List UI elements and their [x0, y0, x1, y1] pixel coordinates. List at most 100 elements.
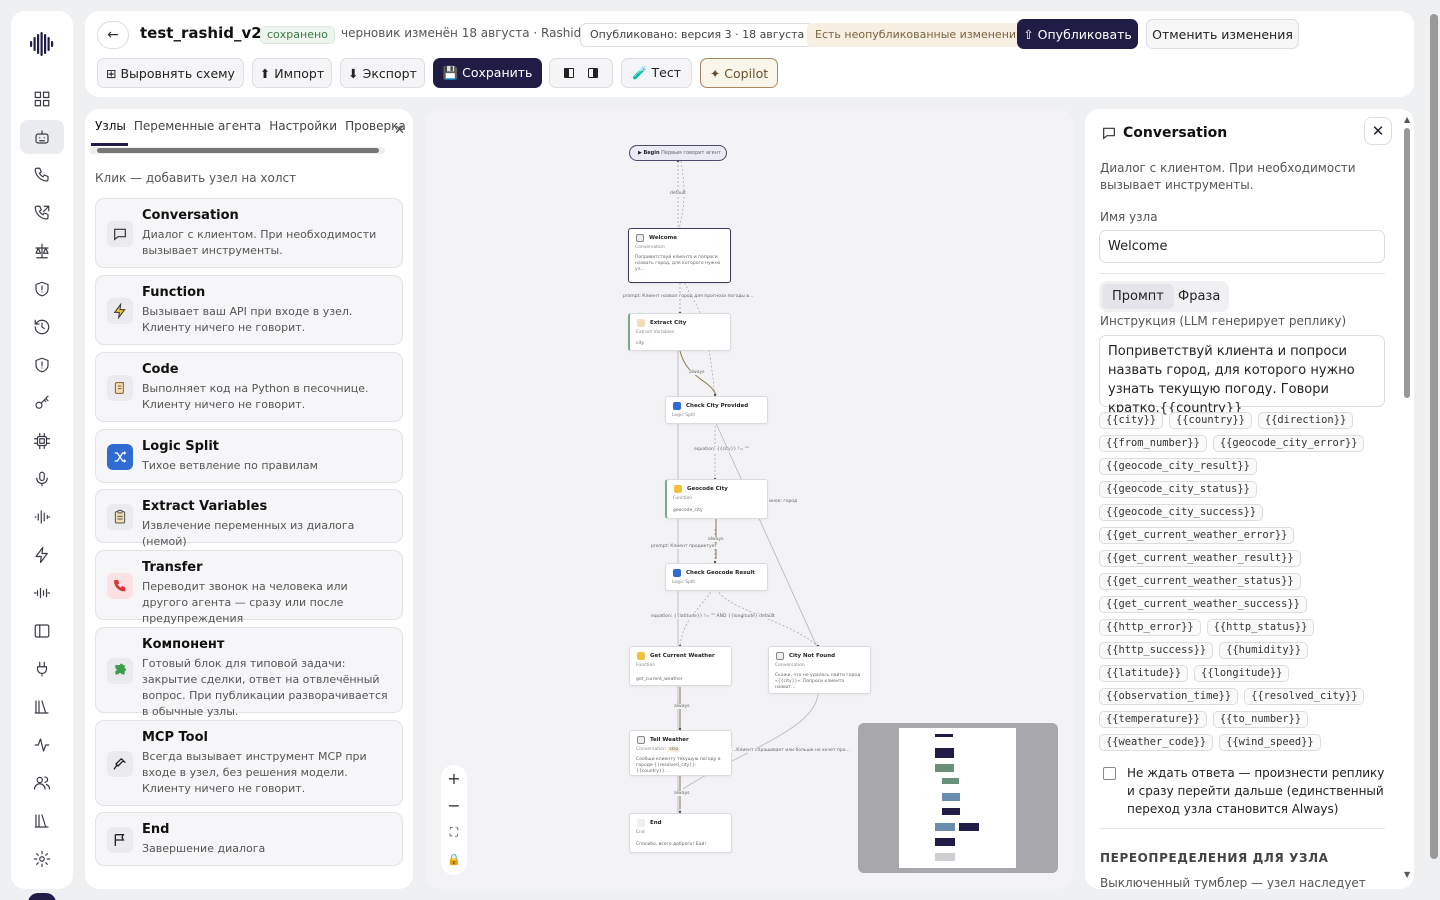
node-tell-weather[interactable]: Tell Weather Conversation skip Сообщи кл…: [629, 730, 732, 776]
zoom-out-button[interactable]: −: [447, 795, 461, 815]
variable-chip[interactable]: {{longitude}}: [1194, 665, 1290, 682]
export-button[interactable]: ⬇ Экспорт: [340, 58, 425, 88]
variable-chip[interactable]: {{observation_time}}: [1099, 688, 1239, 705]
dashboard-icon[interactable]: [20, 82, 64, 116]
fit-view-button[interactable]: ⛶: [449, 824, 459, 839]
variable-chip[interactable]: {{get_current_weather_result}}: [1099, 550, 1301, 567]
node-card-mcp-tool[interactable]: MCP Tool Всегда вызывает инструмент MCP …: [95, 720, 403, 806]
books-icon[interactable]: [20, 804, 64, 838]
users-icon[interactable]: [20, 766, 64, 800]
waveform-icon[interactable]: [20, 576, 64, 610]
save-button[interactable]: 💾 Сохранить: [433, 58, 542, 88]
variable-chip[interactable]: {{wind_speed}}: [1219, 734, 1321, 751]
variable-chip[interactable]: {{direction}}: [1257, 412, 1354, 429]
toggle-right-panel-icon[interactable]: [588, 68, 598, 78]
lightning-icon[interactable]: [20, 538, 64, 572]
settings-gear-icon[interactable]: [20, 842, 64, 876]
node-card-transfer[interactable]: Transfer Переводит звонок на человека ил…: [95, 550, 403, 625]
tab-phrase[interactable]: Фраза: [1178, 289, 1221, 304]
node-card-code[interactable]: Code Выполняет код на Python в песочнице…: [95, 352, 403, 422]
no-wait-label: Не ждать ответа — произнести реплику и с…: [1127, 766, 1385, 816]
activity-icon[interactable]: [20, 728, 64, 762]
history-icon[interactable]: [20, 310, 64, 344]
tab-prompt[interactable]: Промпт: [1102, 284, 1174, 309]
variable-chip[interactable]: {{http_success}}: [1099, 642, 1214, 659]
variable-chip[interactable]: {{humidity}}: [1219, 642, 1309, 659]
node-card-function[interactable]: Function Вызывает ваш API при входе в уз…: [95, 275, 403, 345]
agents-icon[interactable]: [20, 120, 64, 154]
plug-icon[interactable]: [20, 652, 64, 686]
variable-chip[interactable]: {{geocode_city_error}}: [1212, 435, 1365, 452]
lock-icon[interactable]: 🔒: [447, 852, 461, 866]
variable-chip[interactable]: {{country}}: [1169, 412, 1252, 429]
begin-node[interactable]: ▶ Begin Первым говорит агент: [629, 145, 727, 161]
variable-chip[interactable]: {{get_current_weather_error}}: [1099, 527, 1295, 544]
variable-chip[interactable]: {{latitude}}: [1099, 665, 1189, 682]
variable-chip[interactable]: {{to_number}}: [1212, 711, 1309, 728]
variable-chip[interactable]: {{city}}: [1099, 412, 1164, 429]
node-name-input[interactable]: Welcome: [1099, 230, 1385, 263]
shield-icon[interactable]: [20, 272, 64, 306]
inspector-scrollbar[interactable]: ▲ ▼: [1402, 115, 1412, 883]
publish-button[interactable]: ⇧ Опубликовать: [1017, 19, 1138, 49]
node-card-logic-split[interactable]: Logic Split Тихое ветвление по правилам: [95, 429, 403, 483]
outgoing-call-icon[interactable]: [20, 196, 64, 230]
zoom-in-button[interactable]: +: [447, 768, 461, 788]
node-city-not-found[interactable]: City Not Found Conversation Скажи, что н…: [768, 646, 871, 694]
variable-chip[interactable]: {{get_current_weather_success}}: [1099, 596, 1307, 613]
minimap-node: [935, 748, 954, 758]
back-button[interactable]: ←: [97, 21, 129, 49]
variable-chip[interactable]: {{geocode_city_success}}: [1099, 504, 1264, 521]
node-geocode-city[interactable]: Geocode City Function geocode_city: [665, 479, 768, 519]
node-get-current-weather[interactable]: Get Current Weather Function get_current…: [629, 646, 732, 686]
audio-wave-icon[interactable]: [20, 500, 64, 534]
variable-chip[interactable]: {{http_status}}: [1206, 619, 1315, 636]
node-check-geocode-result[interactable]: Check Geocode Result Logic Split: [665, 563, 768, 591]
close-icon[interactable]: ✕: [394, 123, 405, 138]
node-card-extract-variables[interactable]: Extract Variables Извлечение переменных …: [95, 489, 403, 548]
library-icon[interactable]: [20, 690, 64, 724]
key-icon[interactable]: [20, 386, 64, 420]
node-card-component[interactable]: Компонент Готовый блок для типовой задач…: [95, 627, 403, 718]
shield-alert-icon[interactable]: [20, 348, 64, 382]
variable-chip[interactable]: {{resolved_city}}: [1244, 688, 1365, 705]
node-end[interactable]: End End Спасибо, всего доброго! Бай!: [629, 813, 732, 853]
instruction-textarea[interactable]: Поприветствуй клиента и попроси назвать …: [1099, 335, 1385, 416]
variable-chip[interactable]: {{weather_code}}: [1099, 734, 1214, 751]
sidebar-icon[interactable]: [20, 614, 64, 648]
variable-chip[interactable]: {{http_error}}: [1099, 619, 1201, 636]
node-title: Get Current Weather: [650, 653, 715, 659]
tab-nodes[interactable]: Узлы: [95, 119, 126, 133]
no-wait-checkbox[interactable]: [1103, 767, 1116, 780]
user-avatar[interactable]: [28, 893, 56, 900]
variable-chip[interactable]: {{from_number}}: [1099, 435, 1207, 452]
page-scrollbar[interactable]: [1428, 0, 1440, 900]
tab-validation[interactable]: Проверка: [345, 119, 406, 133]
align-layout-button[interactable]: ⊞ Выровнять схему: [97, 58, 244, 88]
test-button[interactable]: 🧪 Тест: [621, 58, 692, 88]
node-body: city: [636, 341, 645, 346]
flow-canvas[interactable]: ▶ Begin Первым говорит агент default Wel…: [425, 109, 1073, 889]
variable-chip[interactable]: {{temperature}}: [1099, 711, 1207, 728]
node-card-end[interactable]: End Завершение диалога: [95, 812, 403, 866]
variable-chip[interactable]: {{geocode_city_result}}: [1099, 458, 1257, 475]
chip-icon[interactable]: [20, 424, 64, 458]
copilot-button[interactable]: ✦ Copilot: [700, 58, 778, 88]
tabs-scrollbar[interactable]: [89, 147, 385, 154]
scale-icon[interactable]: [20, 234, 64, 268]
node-card-conversation[interactable]: Conversation Диалог с клиентом. При необ…: [95, 198, 403, 268]
phone-icon[interactable]: [20, 158, 64, 192]
minimap[interactable]: [858, 723, 1058, 873]
microphone-icon[interactable]: [20, 462, 64, 496]
close-inspector-button[interactable]: ✕: [1364, 117, 1392, 145]
tab-settings[interactable]: Настройки: [269, 119, 338, 133]
variable-chip[interactable]: {{get_current_weather_status}}: [1099, 573, 1301, 590]
import-button[interactable]: ⬆ Импорт: [252, 58, 332, 88]
node-extract-city[interactable]: Extract City Extract Variables city: [628, 313, 731, 351]
tab-agent-variables[interactable]: Переменные агента: [133, 119, 262, 133]
discard-changes-button[interactable]: Отменить изменения: [1146, 19, 1299, 49]
toggle-left-panel-icon[interactable]: [564, 68, 574, 78]
variable-chip[interactable]: {{geocode_city_status}}: [1099, 481, 1257, 498]
node-welcome[interactable]: Welcome Conversation Поприветствуй клиен…: [628, 228, 731, 283]
node-check-city-provided[interactable]: Check City Provided Logic Split: [665, 396, 768, 424]
